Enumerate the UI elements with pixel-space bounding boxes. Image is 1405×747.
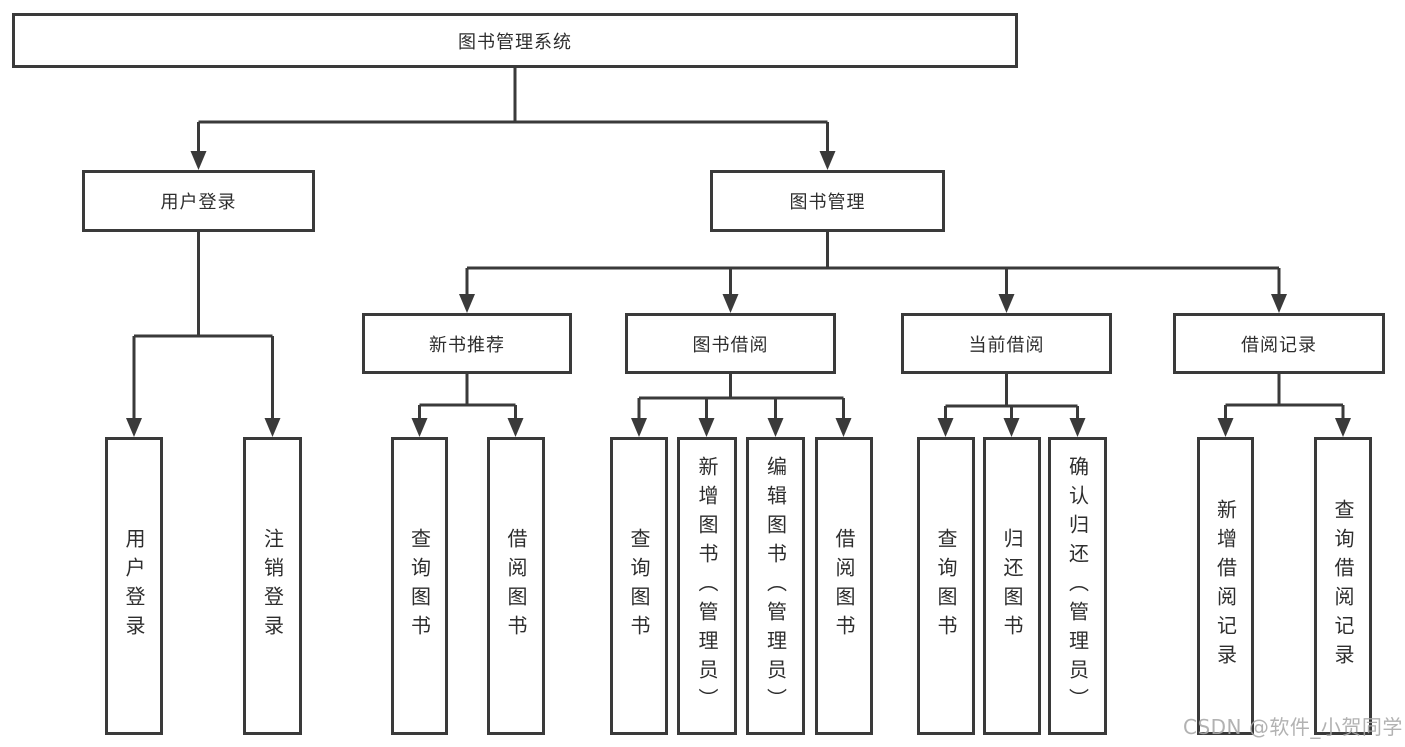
leaf-return-books: 归还图书	[983, 437, 1041, 735]
node-label: 注销登录	[260, 528, 285, 644]
node-label: 借阅图书	[832, 528, 856, 644]
leaf-query-borrow-record: 查询借阅记录	[1314, 437, 1372, 735]
node-label: 借阅图书	[504, 528, 528, 644]
leaf-query-books-current: 查询图书	[917, 437, 975, 735]
node-label: 用户登录	[160, 192, 237, 213]
node-label: 查询图书	[934, 528, 958, 644]
node-label: 图书管理	[789, 192, 866, 213]
leaf-add-borrow-record: 新增借阅记录	[1197, 437, 1254, 735]
leaf-logout: 注销登录	[243, 437, 302, 735]
node-label: 查询借阅记录	[1331, 499, 1355, 673]
node-current-borrowing: 当前借阅	[901, 313, 1112, 374]
node-label: 归还图书	[1000, 528, 1024, 644]
node-label: 借阅记录	[1241, 334, 1317, 356]
node-label: 查询图书	[407, 528, 432, 644]
node-label: 编辑图书（管理员）	[763, 455, 788, 717]
node-label: 查询图书	[627, 528, 651, 644]
leaf-borrow-books-recommend: 借阅图书	[487, 437, 545, 735]
node-borrowing-records: 借阅记录	[1173, 313, 1385, 374]
node-label: 当前借阅	[968, 334, 1045, 356]
leaf-borrow-books-borrowing: 借阅图书	[815, 437, 873, 735]
leaf-confirm-return-admin: 确认归还（管理员）	[1048, 437, 1107, 735]
leaf-user-login: 用户登录	[105, 437, 163, 735]
csdn-watermark: CSDN @软件_小贺同学	[1183, 715, 1403, 739]
leaf-edit-books-admin: 编辑图书（管理员）	[746, 437, 805, 735]
node-book-management: 图书管理	[710, 170, 945, 232]
node-label: 图书借阅	[692, 334, 769, 356]
node-new-book-recommend: 新书推荐	[362, 313, 572, 374]
leaf-query-books-recommend: 查询图书	[391, 437, 448, 735]
node-label: 图书管理系统	[458, 31, 572, 53]
node-label: 新增借阅记录	[1213, 499, 1238, 673]
node-label: 确认归还（管理员）	[1065, 455, 1090, 717]
node-label: 新书推荐	[429, 334, 505, 356]
node-label: 新增图书（管理员）	[695, 455, 719, 717]
leaf-add-books-admin: 新增图书（管理员）	[677, 437, 737, 735]
leaf-query-books-borrowing: 查询图书	[610, 437, 668, 735]
node-user-login: 用户登录	[82, 170, 315, 232]
node-library-management-system: 图书管理系统	[12, 13, 1018, 68]
node-book-borrowing: 图书借阅	[625, 313, 836, 374]
node-label: 用户登录	[122, 528, 146, 644]
